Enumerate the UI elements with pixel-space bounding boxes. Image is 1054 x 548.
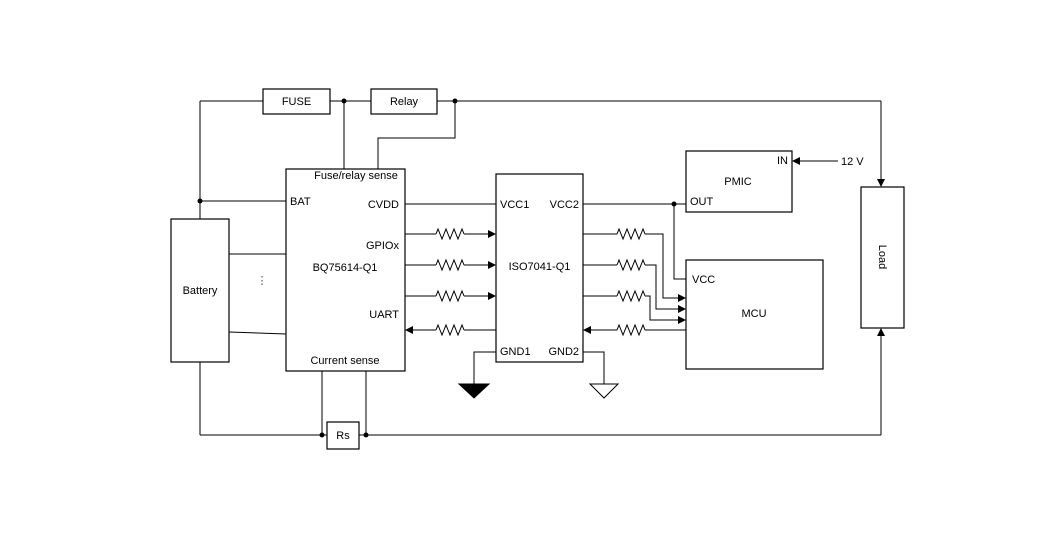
- mcu: VCC MCU: [685, 259, 824, 370]
- ground-symbol-isolated: [457, 383, 491, 399]
- resistors: [435, 227, 646, 337]
- pmic-box: [685, 150, 793, 213]
- arrowhead: [405, 326, 413, 334]
- resistor: [616, 227, 646, 241]
- wire-gnd1: [473, 351, 496, 384]
- wire-vcc-mcu: [673, 204, 686, 280]
- load: Load: [860, 186, 905, 329]
- junction-dot: [319, 432, 325, 438]
- bat-pin-label: BAT: [290, 196, 311, 208]
- arrowhead: [877, 328, 885, 336]
- iso7041-chip: VCC1 VCC2 ISO7041-Q1 GND1 GND2: [495, 173, 584, 363]
- resistor: [435, 289, 465, 303]
- arrowhead: [488, 292, 496, 300]
- resistor: [435, 323, 465, 337]
- arrowhead: [792, 157, 800, 165]
- battery-box: [170, 218, 230, 363]
- battery-label: Battery: [183, 285, 218, 297]
- resistor: [616, 289, 646, 303]
- resistor: [616, 258, 646, 272]
- uart-pin-label: UART: [369, 309, 399, 321]
- supply-12v-label: 12 V: [841, 156, 864, 168]
- fuse-relay-sense-label: Fuse/relay sense: [314, 170, 398, 182]
- arrowhead: [678, 294, 686, 302]
- bq75614-box: [285, 168, 406, 372]
- wire-relay-sense: [377, 101, 456, 169]
- load-box: [860, 186, 905, 329]
- arrowhead: [877, 179, 885, 187]
- arrowheads: [405, 157, 885, 336]
- wire-cell-bottom: [228, 331, 287, 335]
- pmic-out-label: OUT: [690, 196, 714, 208]
- arrowhead: [678, 316, 686, 324]
- wires: [199, 100, 882, 436]
- iso7041-label: ISO7041-Q1: [509, 261, 571, 273]
- pmic: PMIC IN OUT: [685, 150, 793, 213]
- relay-box: [370, 88, 438, 115]
- rs-box: [326, 421, 360, 450]
- resistor: [435, 227, 465, 241]
- relay-label: Relay: [390, 96, 419, 108]
- fuse-label: FUSE: [282, 96, 311, 108]
- bq75614-label: BQ75614-Q1: [313, 262, 378, 274]
- resistor: [435, 258, 465, 272]
- rs-label: Rs: [336, 430, 350, 442]
- fuse: FUSE: [262, 88, 331, 115]
- junction-dot: [452, 98, 458, 104]
- vcc2-pin-label: VCC2: [550, 199, 579, 211]
- shunt-resistor: Rs: [326, 421, 360, 450]
- gnd2-pin-label: GND2: [548, 346, 579, 358]
- mcu-vcc-label: VCC: [692, 274, 715, 286]
- cvdd-pin-label: CVDD: [368, 199, 399, 211]
- relay: Relay: [370, 88, 438, 115]
- load-label: Load: [876, 245, 888, 269]
- gnd1-pin-label: GND1: [500, 346, 531, 358]
- junction-dot: [197, 198, 203, 204]
- cell-ellipsis: ⋮: [257, 275, 268, 287]
- wire-out3-b: [645, 295, 678, 321]
- battery: Battery: [170, 218, 230, 363]
- arrowhead: [583, 326, 591, 334]
- bq75614-chip: Fuse/relay sense BAT CVDD GPIOx BQ75614-…: [285, 168, 406, 372]
- junction-dot: [341, 98, 347, 104]
- arrowhead: [678, 305, 686, 313]
- wire-gnd2: [583, 351, 605, 384]
- ground-symbol-chassis: [588, 383, 620, 399]
- arrowhead: [488, 261, 496, 269]
- fuse-box: [262, 88, 331, 115]
- junctions: [197, 98, 677, 438]
- arrowhead: [488, 230, 496, 238]
- junction-dot: [363, 432, 369, 438]
- vcc1-pin-label: VCC1: [500, 199, 529, 211]
- iso7041-box: [495, 173, 584, 363]
- mcu-box: [685, 259, 824, 370]
- mcu-label: MCU: [741, 308, 766, 320]
- current-sense-label: Current sense: [310, 355, 379, 367]
- gpio-pin-label: GPIOx: [366, 240, 400, 252]
- pmic-in-label: IN: [777, 155, 788, 167]
- wire-out2-b: [645, 264, 678, 310]
- resistor: [616, 323, 646, 337]
- wire-out1-b: [645, 233, 678, 299]
- junction-dot: [671, 201, 677, 207]
- pmic-label: PMIC: [724, 176, 752, 188]
